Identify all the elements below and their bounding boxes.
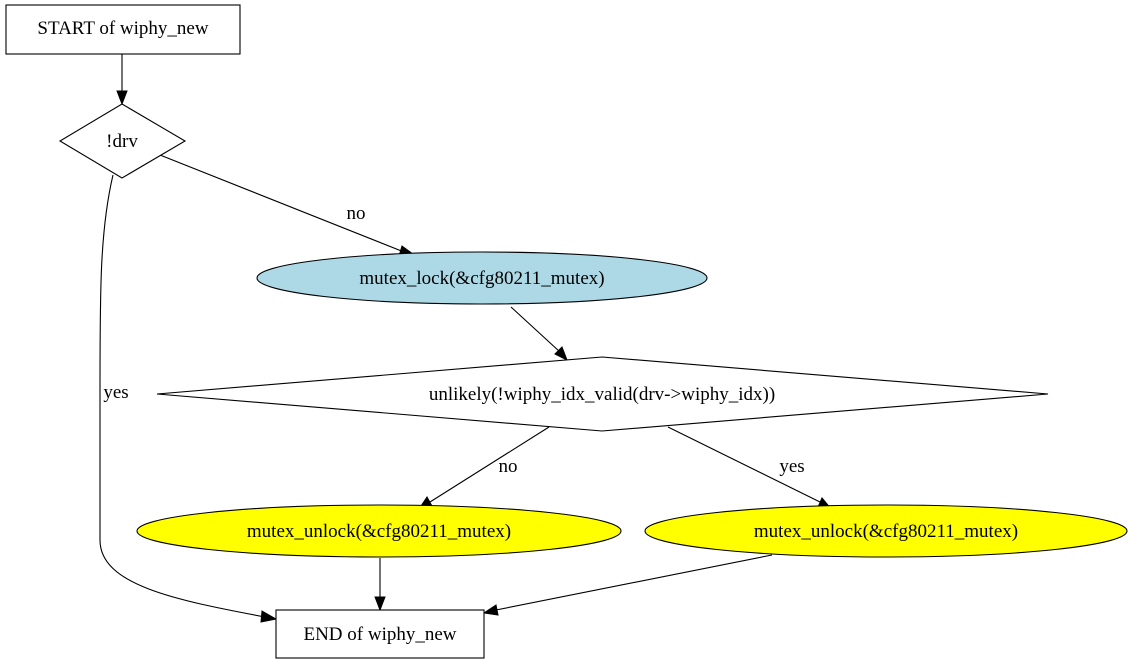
edge-idx-yes: yes bbox=[667, 426, 834, 511]
node-end-box bbox=[275, 609, 485, 659]
node-lock: mutex_lock(&cfg80211_mutex) bbox=[256, 251, 708, 305]
node-start-box bbox=[5, 4, 241, 55]
node-end-label: END of wiphy_new bbox=[303, 624, 456, 645]
node-cond-drv: !drv bbox=[58, 103, 187, 179]
node-cond-idx-label: unlikely(!wiphy_idx_valid(drv->wiphy_idx… bbox=[429, 384, 775, 405]
edge-unlock-no-to-end bbox=[374, 558, 386, 612]
node-unlock-yes: mutex_unlock(&cfg80211_mutex) bbox=[644, 504, 1128, 558]
edge-start-to-drv bbox=[116, 54, 128, 106]
edge-unlock-yes-to-end bbox=[482, 554, 773, 616]
node-lock-label: mutex_lock(&cfg80211_mutex) bbox=[359, 268, 604, 289]
edge-drv-no: no bbox=[159, 154, 419, 258]
node-start-label: START of wiphy_new bbox=[37, 18, 208, 39]
edge-label-idx-yes: yes bbox=[779, 456, 804, 477]
node-unlock-yes-label: mutex_unlock(&cfg80211_mutex) bbox=[754, 521, 1018, 542]
node-unlock-no: mutex_unlock(&cfg80211_mutex) bbox=[136, 504, 622, 558]
edge-label-drv-no: no bbox=[347, 203, 366, 224]
edge-label-idx-no: no bbox=[499, 456, 518, 477]
node-end: END of wiphy_new bbox=[275, 609, 485, 659]
node-cond-drv-diamond bbox=[58, 103, 187, 179]
node-cond-idx-diamond bbox=[156, 356, 1049, 432]
node-unlock-no-label: mutex_unlock(&cfg80211_mutex) bbox=[247, 521, 511, 542]
node-cond-idx: unlikely(!wiphy_idx_valid(drv->wiphy_idx… bbox=[156, 356, 1049, 432]
node-start: START of wiphy_new bbox=[5, 4, 241, 55]
edge-lock-to-idx bbox=[510, 306, 568, 362]
edge-drv-yes: yes bbox=[99, 174, 278, 623]
node-lock-ellipse bbox=[256, 251, 708, 305]
edge-idx-no: no bbox=[417, 426, 550, 510]
node-unlock-yes-ellipse bbox=[644, 504, 1128, 558]
edge-label-drv-yes: yes bbox=[103, 382, 128, 403]
node-unlock-no-ellipse bbox=[136, 504, 622, 558]
node-cond-drv-label: !drv bbox=[106, 131, 138, 152]
